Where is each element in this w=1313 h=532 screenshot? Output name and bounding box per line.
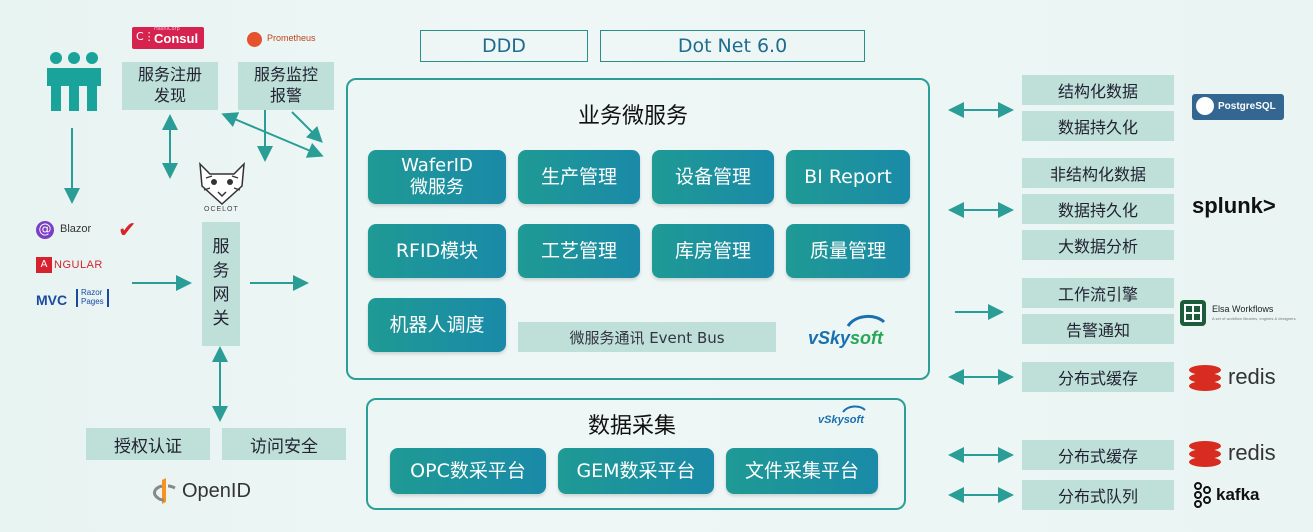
business-microservices-panel xyxy=(346,78,930,380)
module-file-collection: 文件采集平台 xyxy=(726,448,878,494)
openid-logo: OpenID xyxy=(152,476,292,508)
module-rfid: RFID模块 xyxy=(368,224,506,278)
distributed-cache-1: 分布式缓存 xyxy=(1022,362,1174,392)
big-data-analysis: 大数据分析 xyxy=(1022,230,1174,260)
collection-title: 数据采集 xyxy=(588,414,677,439)
blazor-logo: @ Blazor ✔ xyxy=(36,218,146,243)
module-production: 生产管理 xyxy=(518,150,640,204)
elsa-logo: Elsa Workflows A set of workflow librari… xyxy=(1180,298,1300,330)
workflow-engine: 工作流引擎 xyxy=(1022,278,1174,308)
redis-icon xyxy=(1188,364,1222,392)
alert-notification: 告警通知 xyxy=(1022,314,1174,344)
vskysoft-logo: vSkysoft xyxy=(806,314,916,350)
service-registry-box: 服务注册 发现 xyxy=(122,62,218,110)
unstructured-data: 非结构化数据 xyxy=(1022,158,1174,188)
auth-box: 授权认证 xyxy=(86,428,210,460)
distributed-cache-2: 分布式缓存 xyxy=(1022,440,1174,470)
blazor-icon: @ xyxy=(36,221,54,239)
module-opc: OPC数采平台 xyxy=(390,448,546,494)
swoosh-icon xyxy=(846,315,886,327)
module-equipment: 设备管理 xyxy=(652,150,774,204)
ocelot-logo: OCELOT xyxy=(192,160,252,216)
checkmark-icon: ✔ xyxy=(118,218,137,243)
access-security-box: 访问安全 xyxy=(222,428,346,460)
openid-icon xyxy=(152,478,176,504)
module-process: 工艺管理 xyxy=(518,224,640,278)
module-quality: 质量管理 xyxy=(786,224,910,278)
redis-logo-1: redis xyxy=(1188,362,1288,394)
ddd-label: DDD xyxy=(420,30,588,62)
structured-data: 结构化数据 xyxy=(1022,75,1174,105)
data-persistence-2: 数据持久化 xyxy=(1022,194,1174,224)
elephant-icon xyxy=(1196,97,1214,115)
prometheus-icon xyxy=(247,32,262,47)
data-collection-panel xyxy=(366,398,906,510)
angular-icon: A xyxy=(36,257,52,273)
elsa-icon xyxy=(1180,300,1206,326)
users-icon xyxy=(44,50,104,115)
business-title: 业务微服务 xyxy=(578,104,689,129)
kafka-logo: kafka xyxy=(1192,482,1292,510)
angular-logo: A NGULAR xyxy=(36,257,116,275)
consul-logo: C⋮ HashiCorp Consul xyxy=(132,26,204,49)
module-gem: GEM数采平台 xyxy=(558,448,714,494)
mvc-razor-logo: MVC Razor Pages xyxy=(36,288,126,312)
event-bus: 微服务通讯 Event Bus xyxy=(518,322,776,352)
module-warehouse: 库房管理 xyxy=(652,224,774,278)
dotnet-label: Dot Net 6.0 xyxy=(600,30,865,62)
data-persistence-1: 数据持久化 xyxy=(1022,111,1174,141)
consul-icon: C⋮ xyxy=(136,30,155,43)
ocelot-icon xyxy=(199,162,245,206)
prometheus-logo: Prometheus xyxy=(247,32,327,48)
splunk-logo: splunk> xyxy=(1192,193,1276,218)
distributed-queue: 分布式队列 xyxy=(1022,480,1174,510)
service-monitor-box: 服务监控 报警 xyxy=(238,62,334,110)
vskysoft-small-logo: vSkysoft xyxy=(818,405,888,429)
module-robot-dispatch: 机器人调度 xyxy=(368,298,506,352)
kafka-icon xyxy=(1192,482,1212,508)
service-gateway: 服 务 网 关 xyxy=(202,222,240,346)
redis-icon xyxy=(1188,440,1222,468)
module-waferid: WaferID 微服务 xyxy=(368,150,506,204)
postgresql-logo: PostgreSQL xyxy=(1192,94,1284,120)
swoosh-small-icon xyxy=(842,405,866,413)
redis-logo-2: redis xyxy=(1188,438,1288,470)
module-bi-report: BI Report xyxy=(786,150,910,204)
